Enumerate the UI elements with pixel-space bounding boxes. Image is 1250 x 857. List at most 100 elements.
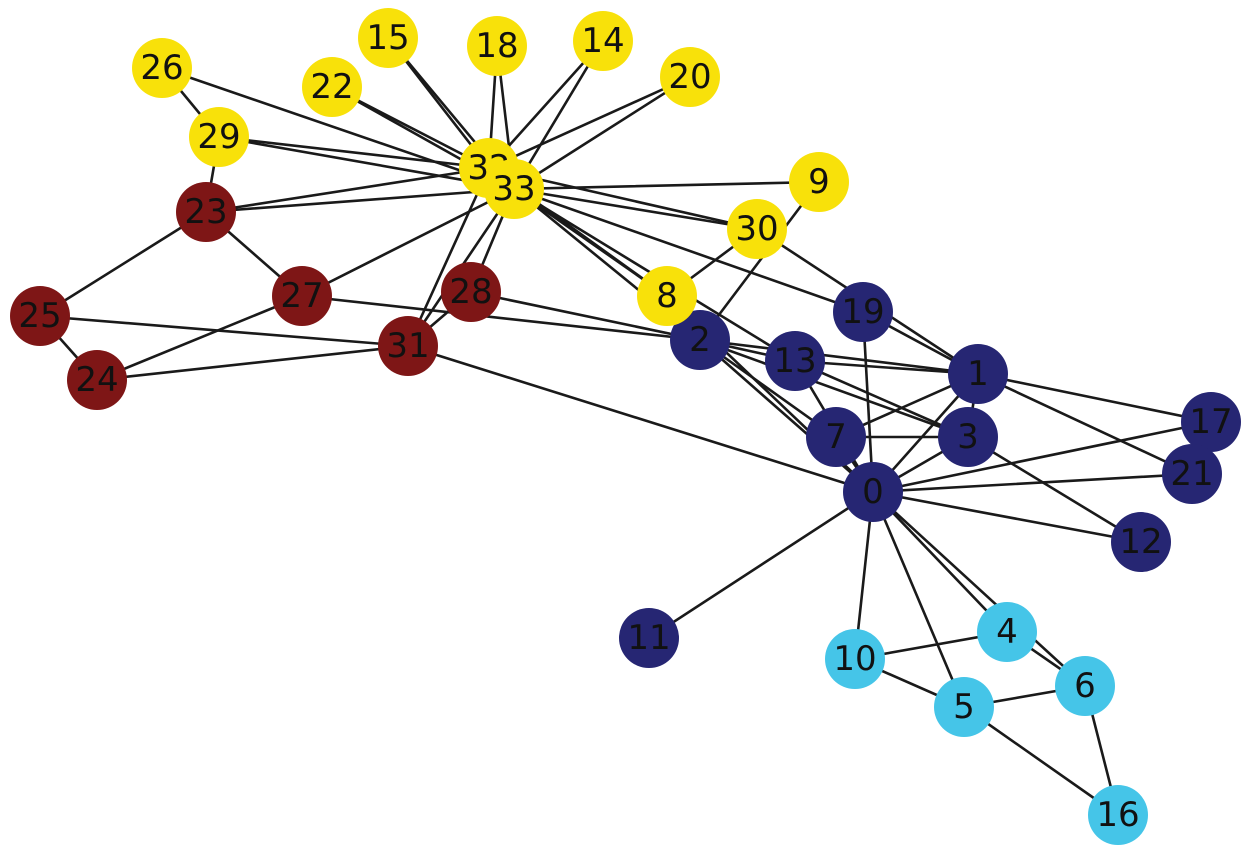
- edge-1-21: [976, 372, 1194, 476]
- edge-5-16: [962, 705, 1120, 817]
- node-33: 33: [484, 159, 544, 219]
- node-6: 6: [1055, 656, 1115, 716]
- node-circle-15: [358, 8, 418, 68]
- node-label-29: 29: [197, 117, 240, 157]
- node-13: 13: [765, 331, 825, 391]
- node-circle-2: [670, 310, 730, 370]
- node-circle-4: [977, 602, 1037, 662]
- node-label-17: 17: [1189, 402, 1232, 442]
- node-5: 5: [934, 677, 994, 737]
- node-label-20: 20: [668, 57, 711, 97]
- node-label-1: 1: [967, 354, 989, 394]
- node-label-2: 2: [689, 320, 711, 360]
- node-circle-12: [1111, 512, 1171, 572]
- node-label-16: 16: [1096, 795, 1139, 835]
- edge-24-27: [95, 294, 304, 382]
- node-23: 23: [176, 182, 236, 242]
- node-circle-25: [10, 286, 70, 346]
- edge-0-31: [406, 344, 875, 494]
- node-circle-0: [843, 462, 903, 522]
- edge-0-12: [871, 490, 1143, 544]
- node-29: 29: [189, 107, 249, 167]
- node-12: 12: [1111, 512, 1171, 572]
- edge-26-33: [160, 66, 516, 191]
- node-circle-6: [1055, 656, 1115, 716]
- node-label-18: 18: [475, 26, 518, 66]
- node-label-24: 24: [75, 360, 118, 400]
- edge-30-33: [512, 187, 759, 231]
- node-label-19: 19: [841, 292, 884, 332]
- edge-20-33: [512, 75, 692, 191]
- node-circle-1: [948, 344, 1008, 404]
- node-circle-22: [302, 57, 362, 117]
- node-circle-14: [573, 11, 633, 71]
- node-10: 10: [825, 629, 885, 689]
- node-19: 19: [833, 282, 893, 342]
- edge-23-25: [38, 210, 208, 318]
- node-circle-31: [378, 316, 438, 376]
- node-label-10: 10: [833, 639, 876, 679]
- edge-0-21: [871, 472, 1194, 494]
- edge-2-3: [698, 338, 970, 439]
- edge-1-2: [698, 338, 980, 376]
- node-label-4: 4: [996, 612, 1018, 652]
- edge-0-6: [871, 490, 1087, 688]
- node-14: 14: [573, 11, 633, 71]
- node-18: 18: [467, 16, 527, 76]
- node-circle-21: [1162, 444, 1222, 504]
- node-circle-10: [825, 629, 885, 689]
- node-label-28: 28: [449, 272, 492, 312]
- edge-29-32: [217, 135, 491, 170]
- node-circle-17: [1181, 392, 1241, 452]
- node-label-22: 22: [310, 67, 353, 107]
- node-circle-19: [833, 282, 893, 342]
- edge-0-4: [871, 490, 1009, 634]
- edge-2-28: [469, 290, 702, 342]
- node-circle-20: [660, 47, 720, 107]
- node-label-9: 9: [808, 162, 830, 202]
- node-22: 22: [302, 57, 362, 117]
- node-circle-30: [727, 199, 787, 259]
- edge-0-5: [871, 490, 966, 709]
- node-label-8: 8: [656, 276, 678, 316]
- edge-24-31: [95, 344, 410, 382]
- node-label-6: 6: [1074, 666, 1096, 706]
- node-circle-26: [132, 38, 192, 98]
- node-circle-9: [789, 152, 849, 212]
- node-label-13: 13: [773, 341, 816, 381]
- node-4: 4: [977, 602, 1037, 662]
- edge-3-13: [793, 359, 970, 439]
- edge-2-27: [300, 294, 702, 342]
- nodes-layer: 0123456789101112131415161718192021222324…: [10, 8, 1241, 845]
- node-label-11: 11: [627, 618, 670, 658]
- node-label-26: 26: [140, 48, 183, 88]
- node-label-5: 5: [953, 687, 975, 727]
- node-11: 11: [619, 608, 679, 668]
- node-label-14: 14: [581, 21, 624, 61]
- edge-27-33: [300, 187, 516, 298]
- node-8: 8: [637, 266, 697, 326]
- node-circle-29: [189, 107, 249, 167]
- node-label-25: 25: [18, 296, 61, 336]
- node-label-30: 30: [735, 209, 778, 249]
- node-circle-23: [176, 182, 236, 242]
- node-label-33: 33: [492, 169, 535, 209]
- node-circle-24: [67, 350, 127, 410]
- edge-3-12: [966, 435, 1143, 544]
- node-2: 2: [670, 310, 730, 370]
- edge-23-33: [204, 187, 516, 214]
- node-circle-5: [934, 677, 994, 737]
- node-27: 27: [272, 266, 332, 326]
- node-20: 20: [660, 47, 720, 107]
- node-17: 17: [1181, 392, 1241, 452]
- node-24: 24: [67, 350, 127, 410]
- node-circle-7: [806, 407, 866, 467]
- edge-20-32: [487, 75, 692, 170]
- node-1: 1: [948, 344, 1008, 404]
- node-circle-16: [1088, 785, 1148, 845]
- node-25: 25: [10, 286, 70, 346]
- node-16: 16: [1088, 785, 1148, 845]
- node-circle-18: [467, 16, 527, 76]
- node-label-31: 31: [386, 326, 429, 366]
